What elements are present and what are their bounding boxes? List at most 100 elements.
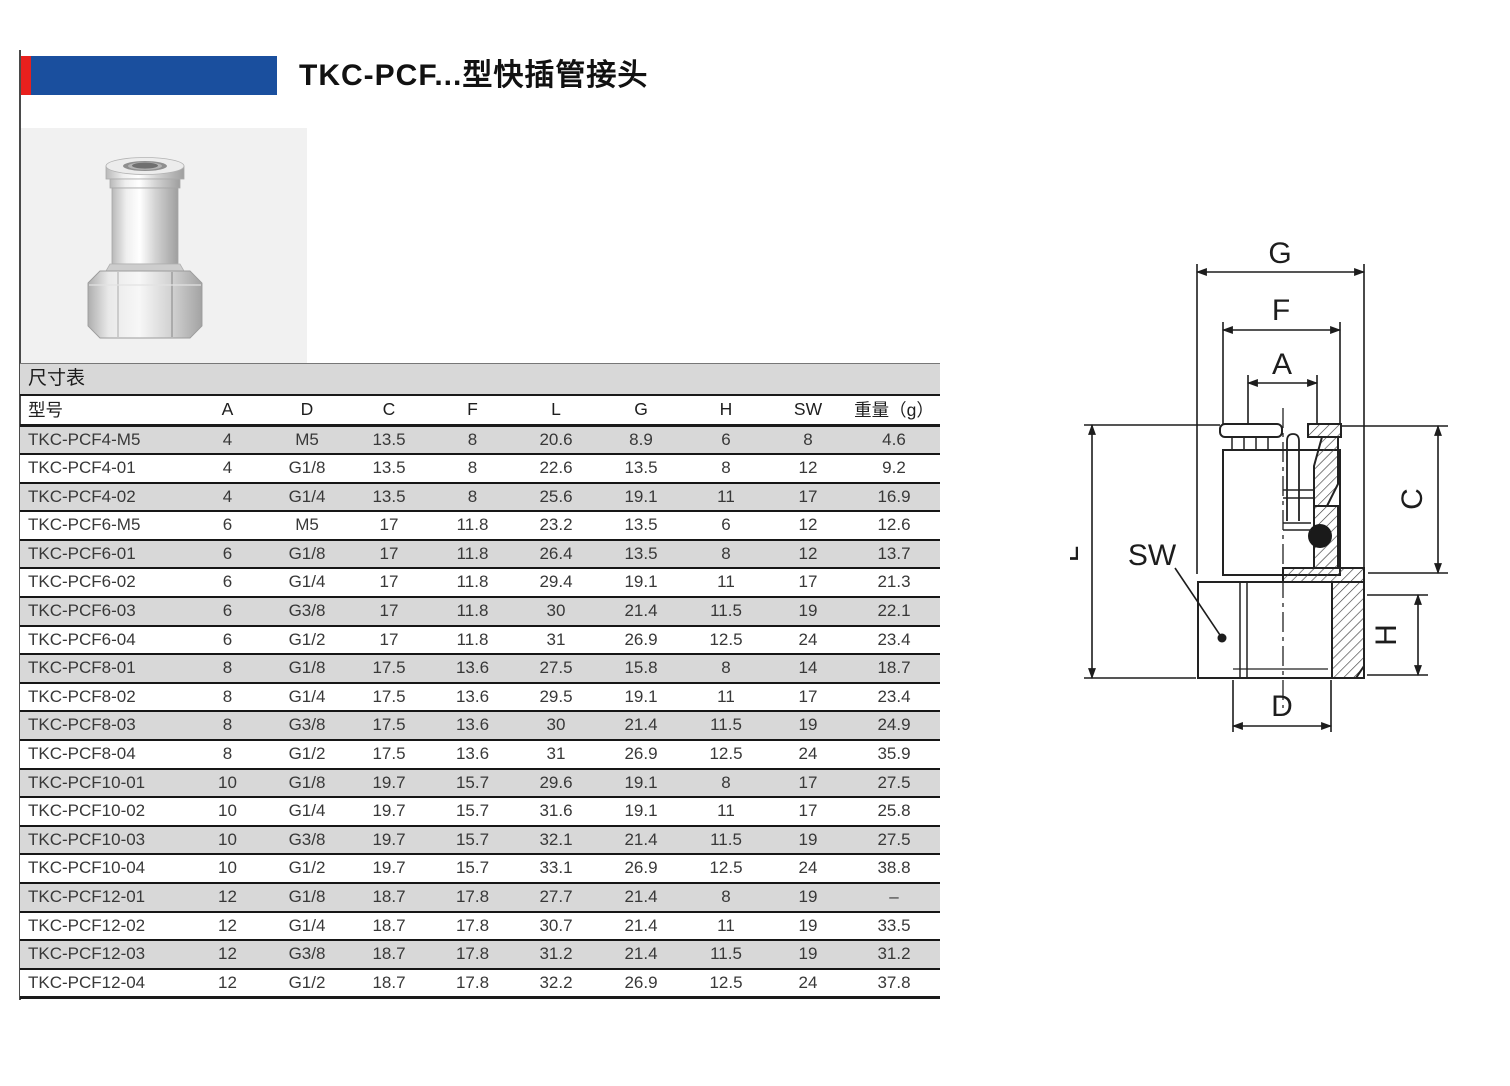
value-cell: 30 — [546, 715, 566, 735]
value-cell: 19.7 — [372, 829, 406, 849]
value-cell: G3/8 — [288, 715, 326, 735]
dimension-C — [1342, 424, 1448, 575]
value-cell: G1/2 — [288, 744, 326, 764]
value-cell: 21.4 — [624, 715, 658, 735]
value-cell: 12 — [798, 458, 818, 478]
value-cell: 17 — [379, 515, 399, 535]
value-cell: 32.1 — [539, 829, 573, 849]
value-cell: 15.7 — [455, 829, 490, 849]
value-cell: 22.1 — [877, 601, 911, 621]
model-cell: TKC-PCF10-03 — [28, 829, 146, 849]
value-cell: 12.5 — [709, 744, 743, 764]
col-header-l: L — [551, 399, 561, 420]
value-cell: 18.7 — [372, 915, 406, 935]
value-cell: 17.5 — [372, 744, 406, 764]
value-cell: 17.8 — [455, 972, 490, 992]
value-cell: 10 — [218, 858, 237, 878]
value-cell: 23.2 — [539, 515, 573, 535]
value-cell: 11.8 — [456, 543, 489, 563]
value-cell: 17.5 — [372, 658, 406, 678]
value-cell: 8 — [721, 772, 731, 792]
model-cell: TKC-PCF10-02 — [28, 801, 146, 821]
value-cell: 17 — [379, 572, 399, 592]
value-cell: G1/4 — [288, 801, 326, 821]
dimension-H — [1367, 593, 1428, 677]
value-cell: 12 — [798, 543, 818, 563]
value-cell: 12 — [218, 972, 237, 992]
value-cell: 6 — [222, 543, 233, 563]
fitting-body — [105, 178, 185, 272]
value-cell: 12 — [798, 515, 818, 535]
value-cell: 11.5 — [710, 601, 742, 621]
value-cell: 8 — [222, 744, 233, 764]
value-cell: 9.2 — [882, 458, 906, 478]
value-cell: 19.7 — [372, 858, 406, 878]
value-cell: 29.6 — [539, 772, 573, 792]
value-cell: 8 — [467, 429, 478, 449]
value-cell: G1/2 — [288, 972, 326, 992]
dimension-G — [1195, 264, 1366, 574]
value-cell: 21.3 — [877, 572, 911, 592]
value-cell: 17 — [379, 601, 399, 621]
value-cell: 11 — [717, 801, 735, 821]
value-cell: 8 — [803, 429, 813, 449]
value-cell: 17.5 — [372, 686, 406, 706]
value-cell: 18.7 — [372, 887, 406, 906]
dim-label-G: G — [1268, 238, 1291, 270]
col-header-weight: 重量（g） — [854, 400, 934, 421]
value-cell: 21.4 — [624, 944, 658, 964]
value-cell: 8.9 — [629, 429, 653, 449]
value-cell: 12 — [218, 887, 237, 906]
value-cell: 11.8 — [456, 572, 489, 592]
value-cell: 26.9 — [624, 744, 658, 764]
value-cell: 31 — [546, 744, 566, 764]
value-cell: 17 — [798, 686, 818, 706]
value-cell: 11.8 — [456, 629, 489, 649]
model-cell: TKC-PCF6-01 — [28, 543, 136, 563]
value-cell: 8 — [721, 458, 731, 478]
model-cell: TKC-PCF4-M5 — [28, 429, 141, 449]
value-cell: G1/8 — [288, 772, 326, 792]
header-blue-bar — [31, 56, 277, 95]
value-cell: 6 — [222, 572, 233, 592]
value-cell: 4.6 — [882, 429, 906, 449]
value-cell: 30 — [546, 601, 566, 621]
value-cell: 11 — [717, 915, 735, 935]
value-cell: 17.8 — [455, 915, 490, 935]
value-cell: G1/4 — [288, 686, 326, 706]
product-photo-panel — [21, 128, 307, 363]
value-cell: 13.5 — [372, 486, 406, 506]
col-header-c: C — [382, 399, 396, 420]
value-cell: 17 — [798, 801, 818, 821]
value-cell: 27.7 — [539, 887, 573, 906]
value-cell: 26.9 — [624, 972, 658, 992]
dim-label-SW: SW — [1128, 539, 1177, 572]
value-cell: 21.4 — [624, 829, 658, 849]
value-cell: 29.5 — [539, 686, 573, 706]
value-cell: G1/8 — [288, 658, 326, 678]
value-cell: 19 — [798, 944, 818, 964]
col-header-f: F — [467, 399, 478, 420]
value-cell: 17 — [798, 772, 818, 792]
value-cell: 19.1 — [624, 486, 658, 506]
value-cell: 17 — [798, 572, 818, 592]
value-cell: 12.5 — [709, 972, 743, 992]
value-cell: 16.9 — [877, 486, 911, 506]
value-cell: 12.5 — [709, 629, 743, 649]
model-cell: TKC-PCF8-02 — [28, 686, 136, 706]
value-cell: 12.5 — [709, 858, 743, 878]
dimension-L — [1084, 423, 1220, 680]
value-cell: 13.6 — [455, 715, 490, 735]
